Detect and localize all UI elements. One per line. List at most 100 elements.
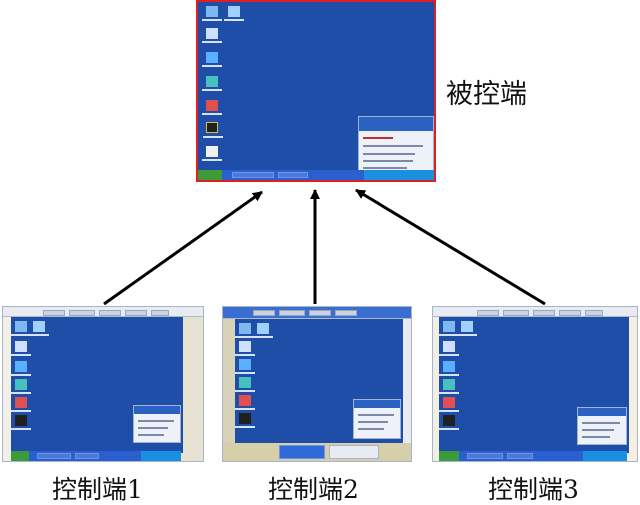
desktop-icon xyxy=(203,122,223,138)
controller-2-label: 控制端2 xyxy=(268,475,359,504)
desktop-icon xyxy=(11,379,31,394)
desktop-icon xyxy=(439,415,459,430)
toolbar-button xyxy=(309,310,331,316)
desktop-icon xyxy=(235,359,255,374)
desktop-icon xyxy=(224,6,244,21)
session-panel-row xyxy=(363,167,407,169)
controller-3-screen xyxy=(432,306,638,462)
session-panel-row xyxy=(363,145,423,147)
taskbar-button xyxy=(467,453,503,459)
session-panel-row xyxy=(138,420,174,422)
session-panel-row xyxy=(582,429,614,431)
host-desktop-strip xyxy=(627,317,637,461)
viewer-toolbar xyxy=(223,307,411,319)
start-button xyxy=(439,451,459,461)
session-panel-header xyxy=(578,408,626,416)
arrow-controller-1-to-controlled xyxy=(103,190,263,306)
session-panel-row xyxy=(363,160,413,162)
system-tray xyxy=(364,170,434,180)
desktop-icon xyxy=(439,361,459,376)
desktop-icon xyxy=(11,361,31,376)
desktop-icon xyxy=(29,321,49,336)
viewer-toolbar xyxy=(3,307,203,317)
toolbar-button xyxy=(533,310,555,316)
session-panel-row xyxy=(363,153,415,155)
toolbar-button xyxy=(43,310,65,316)
start-button xyxy=(198,170,222,180)
desktop-icon xyxy=(202,6,222,21)
desktop-icon xyxy=(439,397,459,412)
toolbar-button xyxy=(279,310,305,316)
taskbar-button xyxy=(37,453,71,459)
controlled-label: 被控端 xyxy=(446,79,527,110)
desktop-icon xyxy=(235,341,255,356)
desktop-icon xyxy=(235,377,255,392)
desktop-icon xyxy=(11,397,31,412)
desktop-icon xyxy=(202,52,222,67)
remote-desktop xyxy=(11,317,183,453)
session-panel-row xyxy=(138,434,164,436)
taskbar-button xyxy=(278,172,308,178)
session-panel-row xyxy=(358,428,384,430)
toolbar-button xyxy=(559,310,581,316)
session-panel-header xyxy=(134,406,180,414)
desktop-icon xyxy=(202,28,222,43)
desktop-icon xyxy=(11,415,31,430)
session-panel-row xyxy=(138,427,168,429)
taskbar-button xyxy=(507,453,533,459)
toolbar-button xyxy=(335,310,357,316)
remote-desktop xyxy=(235,319,403,445)
desktop-icon xyxy=(11,341,31,356)
start-button xyxy=(11,451,29,461)
toolbar-button xyxy=(69,310,95,316)
taskbar-button xyxy=(329,445,379,459)
controller-3-label: 控制端3 xyxy=(488,475,579,504)
toolbar-button xyxy=(477,310,499,316)
toolbar-button xyxy=(99,310,121,316)
controller-2-screen xyxy=(222,306,412,462)
desktop-icon xyxy=(439,341,459,356)
desktop-icon xyxy=(235,395,255,410)
desktop-icon xyxy=(457,321,477,336)
session-panel xyxy=(353,399,401,439)
taskbar xyxy=(11,451,181,461)
host-desktop-strip xyxy=(433,317,439,461)
toolbar-button xyxy=(503,310,529,316)
system-tray xyxy=(141,451,181,461)
taskbar-button xyxy=(232,172,274,178)
desktop-icon xyxy=(235,323,255,338)
desktop-icon xyxy=(253,323,273,338)
toolbar-button xyxy=(253,310,275,316)
controller-1-screen xyxy=(2,306,204,462)
arrow-controller-3-to-controlled xyxy=(355,188,546,306)
host-desktop-strip xyxy=(3,317,11,461)
session-panel-row xyxy=(358,414,394,416)
taskbar xyxy=(223,443,411,461)
remote-desktop xyxy=(439,317,629,453)
desktop-icon xyxy=(202,76,222,91)
viewer-toolbar xyxy=(433,307,637,317)
desktop-icon xyxy=(11,321,31,336)
taskbar-button xyxy=(279,445,325,459)
desktop-icon xyxy=(202,100,222,115)
toolbar-button xyxy=(125,310,147,316)
desktop-icon xyxy=(439,321,459,336)
session-panel-row xyxy=(582,436,610,438)
taskbar xyxy=(439,451,627,461)
system-tray xyxy=(583,451,627,461)
session-panel-header xyxy=(359,117,433,131)
session-panel xyxy=(358,116,434,172)
session-panel-row xyxy=(582,422,620,424)
desktop-icon xyxy=(202,146,222,161)
controller-1-label: 控制端1 xyxy=(52,475,143,504)
session-panel xyxy=(133,405,181,443)
session-panel-row xyxy=(363,137,393,139)
taskbar-button xyxy=(75,453,99,459)
controlled-screen xyxy=(196,0,436,182)
taskbar xyxy=(198,170,434,180)
session-panel xyxy=(577,407,627,445)
host-desktop-strip xyxy=(223,319,235,461)
host-desktop-strip xyxy=(181,317,203,461)
session-panel-header xyxy=(354,400,400,408)
